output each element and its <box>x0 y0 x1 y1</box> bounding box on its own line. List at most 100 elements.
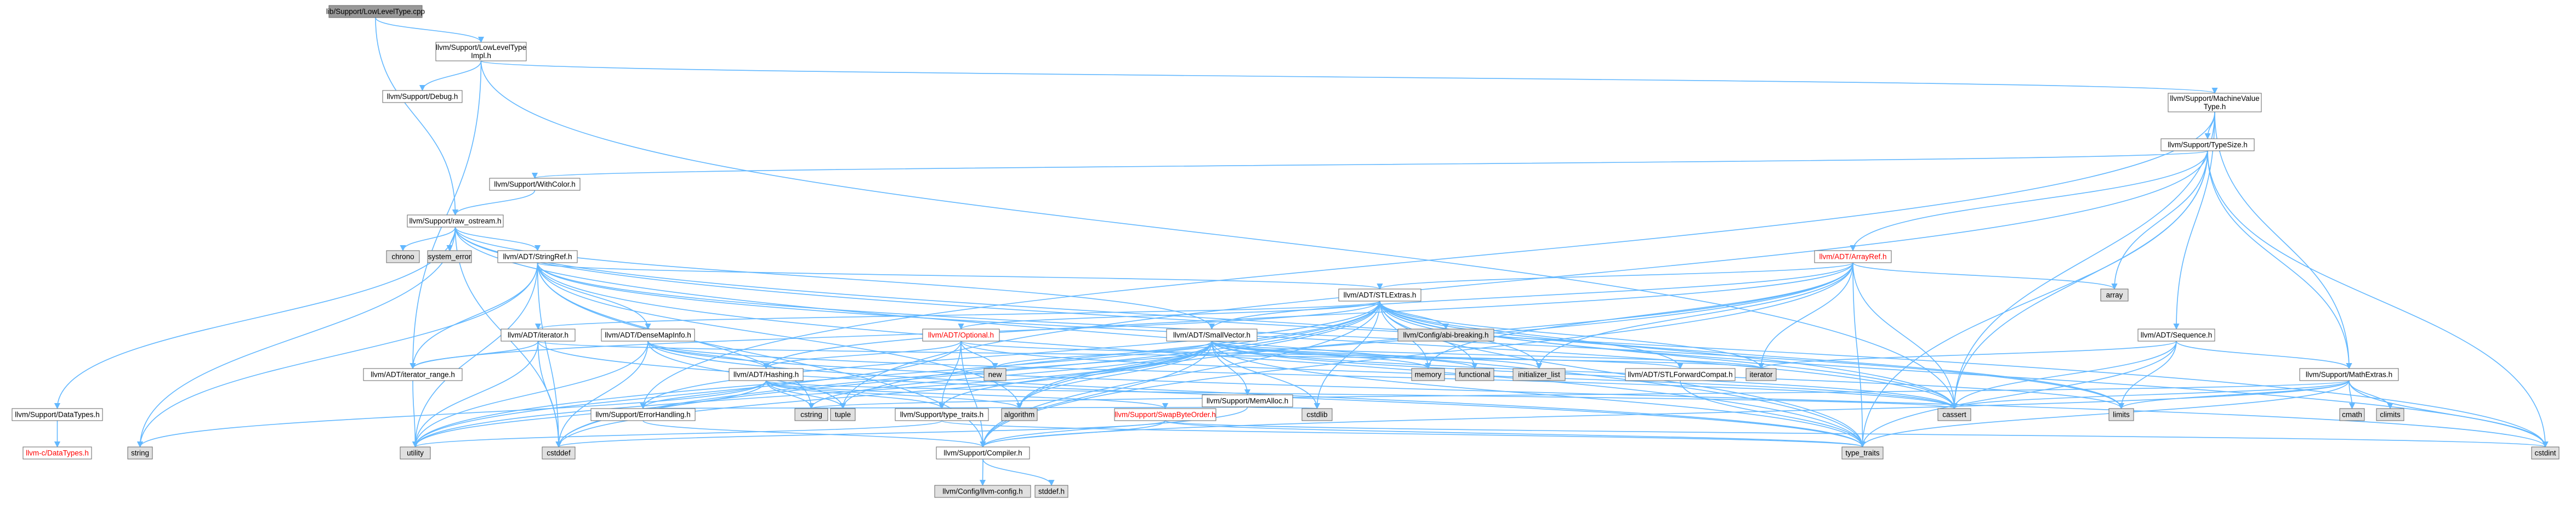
edge-llt-to-cassert <box>480 60 1958 410</box>
node-hashing-box <box>729 368 804 381</box>
node-datatypes-box <box>12 408 103 421</box>
node-array-box <box>2100 288 2129 302</box>
edge-typesize-to-array <box>2111 150 2208 290</box>
node-tuple[interactable]: tuple <box>830 408 856 421</box>
node-datatypes[interactable]: llvm/Support/DataTypes.h <box>12 408 103 421</box>
edge-stlextras-to-utility <box>412 301 1380 448</box>
node-iterrange[interactable]: llvm/ADT/iterator_range.h <box>363 368 463 381</box>
node-typetraitsllvm[interactable]: llvm/Support/type_traits.h <box>895 408 989 421</box>
edge-densemapinfo-to-utility <box>412 341 649 448</box>
node-functional[interactable]: functional <box>1455 368 1494 381</box>
node-typesize[interactable]: llvm/Support/TypeSize.h <box>2160 138 2255 151</box>
node-stringref-label: llvm/ADT/StringRef.h <box>503 253 572 261</box>
node-stringref[interactable]: llvm/ADT/StringRef.h <box>497 250 578 263</box>
node-climits-label: climits <box>2380 411 2401 419</box>
node-algorithm[interactable]: algorithm <box>1001 408 1038 421</box>
node-typetraits-box <box>1841 446 1884 460</box>
node-typetraits-label: type_traits <box>1845 449 1880 457</box>
node-llvmconfig[interactable]: llvm/Config/llvm-config.h <box>934 485 1031 498</box>
edge-smallvector-to-utility <box>412 341 1213 448</box>
node-mathextras-label: llvm/Support/MathExtras.h <box>2306 371 2392 379</box>
node-typetraits[interactable]: type_traits <box>1841 446 1884 460</box>
edge-sequence-to-cassert <box>1951 341 2177 410</box>
node-cmath[interactable]: cmath <box>2339 408 2365 421</box>
node-errorhandling[interactable]: llvm/Support/ErrorHandling.h <box>590 408 696 421</box>
node-stddef[interactable]: stddef.h <box>1034 485 1068 498</box>
node-typesize-box <box>2160 138 2255 151</box>
edge-sequence-to-mathextras <box>2176 341 2352 370</box>
node-densemapinfo[interactable]: llvm/ADT/DenseMapInfo.h <box>601 329 695 342</box>
node-mathextras-box <box>2299 368 2399 381</box>
node-limits[interactable]: limits <box>2108 408 2134 421</box>
edge-mathextras-to-cstring <box>809 380 2350 410</box>
node-climits[interactable]: climits <box>2376 408 2404 421</box>
node-chrono[interactable]: chrono <box>386 250 420 263</box>
node-chrono-box <box>386 250 420 263</box>
edge-iterator-to-iteratorstd <box>537 341 1764 370</box>
edge-arrayref-to-initlist <box>1536 262 1853 370</box>
edge-rawostream-to-stringref <box>454 226 541 252</box>
node-sequence-label: llvm/ADT/Sequence.h <box>2141 331 2213 339</box>
node-root-box <box>328 5 423 18</box>
node-cstddef[interactable]: cstddef <box>542 446 576 460</box>
node-compiler[interactable]: llvm/Support/Compiler.h <box>936 446 1030 460</box>
node-utility[interactable]: utility <box>400 446 431 460</box>
node-memory[interactable]: memory <box>1411 368 1445 381</box>
edge-stlextras-to-iteratorstd <box>1379 301 1764 370</box>
node-stlextras[interactable]: llvm/ADT/STLExtras.h <box>1338 288 1421 302</box>
edge-arrayref-to-typetraits <box>1852 262 1866 448</box>
node-string-label: string <box>131 449 149 457</box>
node-smallvector-box <box>1166 329 1258 342</box>
node-withcolor[interactable]: llvm/Support/WithColor.h <box>489 178 581 191</box>
edge-smallvector-to-functional <box>1211 341 1478 370</box>
edge-arrayref-to-memory <box>1425 262 1853 370</box>
node-arrayref[interactable]: llvm/ADT/ArrayRef.h <box>1814 250 1892 263</box>
node-iterator[interactable]: llvm/ADT/iterator.h <box>501 329 576 342</box>
node-initlist[interactable]: initializer_list <box>1512 368 1566 381</box>
node-mvt-label: Type.h <box>2204 103 2226 111</box>
edge-densemapinfo-to-typetraits <box>647 341 1866 448</box>
node-debug[interactable]: llvm/Support/Debug.h <box>382 90 463 103</box>
node-sequence[interactable]: llvm/ADT/Sequence.h <box>2137 329 2215 342</box>
node-new-label: new <box>988 371 1002 379</box>
node-cstdint[interactable]: cstdint <box>2531 446 2560 460</box>
edge-arrayref-to-iteratorstd <box>1758 262 1853 370</box>
edge-typesize-to-typetraits <box>1859 150 2208 448</box>
node-array[interactable]: array <box>2100 288 2129 302</box>
node-mathextras[interactable]: llvm/Support/MathExtras.h <box>2299 368 2399 381</box>
node-string[interactable]: string <box>127 446 153 460</box>
node-rawostream[interactable]: llvm/Support/raw_ostream.h <box>407 214 504 228</box>
node-iteratorstd[interactable]: iterator <box>1745 368 1777 381</box>
edge-stlextras-to-limits <box>1379 301 2124 410</box>
node-cassert[interactable]: cassert <box>1937 408 1971 421</box>
node-algorithm-label: algorithm <box>1004 411 1035 419</box>
node-initlist-box <box>1512 368 1566 381</box>
node-hashing[interactable]: llvm/ADT/Hashing.h <box>729 368 804 381</box>
node-debug-label: llvm/Support/Debug.h <box>387 93 458 101</box>
node-hashing-label: llvm/ADT/Hashing.h <box>733 371 799 379</box>
edge-iterator-to-typetraits <box>537 341 1866 448</box>
node-root[interactable]: lib/Support/LowLevelType.cpp <box>326 5 425 18</box>
node-stlfwd[interactable]: llvm/ADT/STLForwardCompat.h <box>1625 368 1736 381</box>
node-smallvector[interactable]: llvm/ADT/SmallVector.h <box>1166 329 1258 342</box>
edge-mathextras-to-cassert <box>1951 380 2350 410</box>
edge-densemapinfo-to-cstddef <box>555 341 649 448</box>
edges-layer <box>54 17 2549 486</box>
edge-errorhandling-to-compiler <box>642 420 986 448</box>
node-cdatatypes[interactable]: llvm-c/DataTypes.h <box>22 446 92 460</box>
node-new[interactable]: new <box>983 368 1006 381</box>
node-memalloc[interactable]: llvm/Support/MemAlloc.h <box>1202 394 1293 407</box>
node-swapbyteorder-box <box>1114 408 1216 421</box>
node-optional[interactable]: llvm/ADT/Optional.h <box>922 329 1000 342</box>
edge-hashing-to-swapbyteorder <box>765 380 1168 410</box>
node-functional-label: functional <box>1459 371 1491 379</box>
node-cstring[interactable]: cstring <box>794 408 828 421</box>
node-configbreak[interactable]: llvm/Config/abi-breaking.h <box>1397 329 1494 342</box>
node-system_error[interactable]: system_error <box>427 250 472 263</box>
node-swapbyteorder[interactable]: llvm/Support/SwapByteOrder.h <box>1114 408 1216 421</box>
node-cstddef-box <box>542 446 576 460</box>
node-cstdlib[interactable]: cstdlib <box>1301 408 1333 421</box>
node-utility-box <box>400 446 431 460</box>
